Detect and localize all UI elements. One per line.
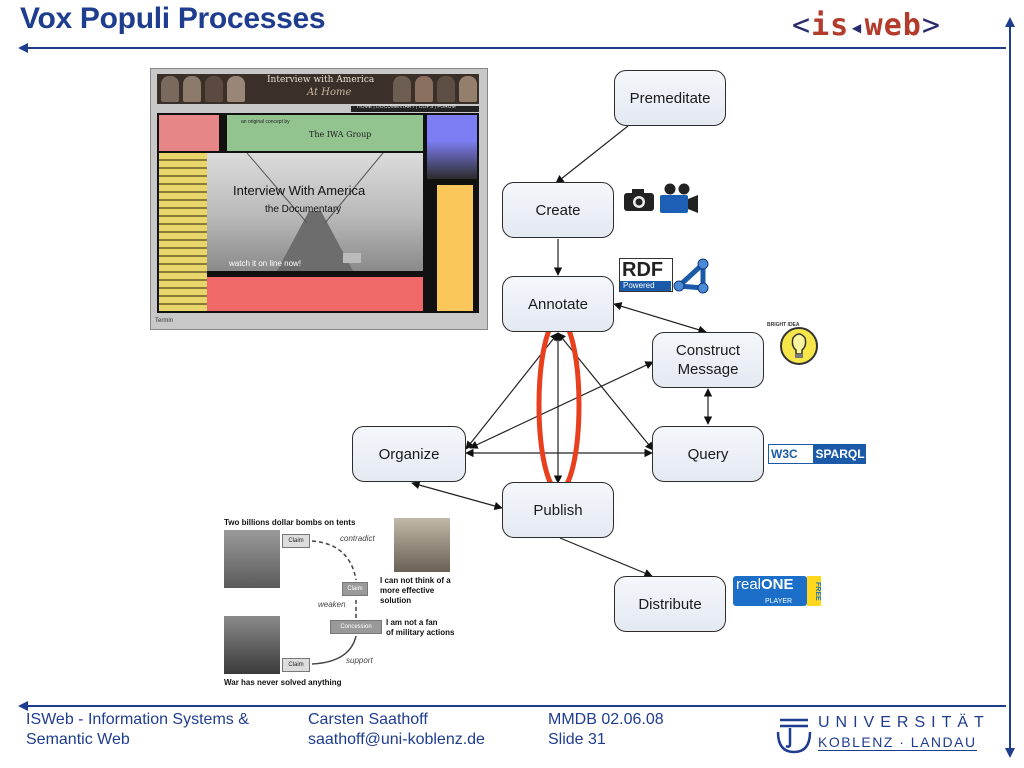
website-orange-panel — [437, 185, 473, 311]
argumentation-structure-figure: Two billions dollar bombs on tents Claim… — [220, 512, 480, 694]
camera-icon — [624, 189, 654, 211]
node-create: Create — [502, 182, 614, 238]
edge-annotate-construct — [613, 302, 707, 334]
skyline-photo — [427, 115, 477, 179]
node-query: Query — [652, 426, 764, 482]
bridge-road-graphic — [246, 153, 384, 271]
bright-idea-label: BRIGHT IDEA — [767, 322, 800, 328]
bottom-rule-arrow-left — [18, 701, 28, 711]
claim-box-1: Claim — [282, 534, 310, 548]
watch-online-link: watch it on line now! — [229, 259, 302, 268]
browser-status-text: Termin — [155, 318, 174, 324]
node-annotate: Annotate — [502, 276, 614, 332]
quote-1: I can not think of a more effective solu… — [380, 576, 451, 605]
course-date: MMDB 02.06.08 — [548, 711, 664, 728]
website-nav: HOME | DOCUMENTARY | CLIPS | FORUM — [351, 104, 479, 112]
man-photo — [224, 530, 280, 588]
argument-footer-line: War has never solved anything — [224, 678, 342, 687]
documentary-website-screenshot: Interview with America At Home HOME | DO… — [150, 68, 488, 330]
claim-box-2: Claim — [342, 582, 368, 596]
footer-course: MMDB 02.06.08 Slide 31 — [548, 710, 664, 750]
website-banner: Interview with America At Home — [157, 74, 479, 104]
woman-photo — [394, 518, 450, 572]
w3c-sparql-icon: W3C SPARQL — [768, 444, 866, 464]
website-red-panel — [207, 277, 423, 311]
author-email: saathoff@uni-koblenz.de — [308, 731, 485, 748]
website-credit-panel: an original concept by The IWA Group — [227, 115, 423, 151]
building-photo — [159, 153, 207, 311]
bright-idea-bulb-icon: BRIGHT IDEA — [767, 322, 819, 366]
relation-support: support — [346, 656, 373, 665]
street-photo — [159, 115, 219, 151]
right-rule-arrow-bottom — [1005, 748, 1015, 758]
edge-organize-construct — [469, 361, 654, 449]
edge-organize-publish — [411, 480, 503, 511]
man2-photo — [224, 616, 280, 674]
isweb-logo: <is◂web> — [792, 8, 941, 43]
right-rule — [1009, 26, 1011, 748]
top-rule-arrow-left — [18, 43, 28, 53]
right-rule-arrow-top — [1005, 17, 1015, 27]
slide-title: Vox Populi Processes — [20, 2, 326, 35]
argument-headline: Two billions dollar bombs on tents — [224, 518, 356, 527]
node-distribute: Distribute — [614, 576, 726, 632]
bottom-rule — [26, 705, 1006, 707]
edge-premeditate-create — [555, 125, 629, 184]
claim-box-3: Claim — [282, 658, 310, 672]
website-main-subtitle: the Documentary — [265, 204, 342, 215]
author-name: Carsten Saathoff — [308, 711, 428, 728]
relation-weaken: weaken — [318, 600, 346, 609]
website-banner-subtitle: At Home — [307, 87, 352, 98]
concession-box: Concession — [330, 620, 382, 634]
website-banner-title: Interview with America — [267, 75, 375, 85]
quote-2: I am not a fan of military actions — [386, 618, 455, 637]
website-body: an original concept by The IWA Group Int… — [157, 113, 479, 313]
top-rule — [26, 47, 1006, 49]
edge-publish-distribute — [559, 537, 653, 577]
website-video-still: Interview With America the Documentary w… — [207, 153, 423, 271]
node-construct-message: Construct Message — [652, 332, 764, 388]
highlight-ellipse — [536, 316, 582, 494]
footer-author: Carsten Saathoff saathoff@uni-koblenz.de — [308, 710, 485, 750]
node-premeditate: Premeditate — [614, 70, 726, 126]
slide-number: Slide 31 — [548, 731, 606, 748]
video-camera-icon — [660, 183, 698, 213]
node-organize: Organize — [352, 426, 466, 482]
website-main-title: Interview With America — [233, 183, 366, 198]
university-logo: UNIVERSITÄT KOBLENZ · LANDAU — [774, 714, 986, 754]
rdf-powered-icon: RDF Powered — [619, 258, 713, 294]
footer-organization: ISWeb - Information Systems & Semantic W… — [26, 711, 249, 748]
relation-contradict: contradict — [340, 534, 375, 543]
node-publish: Publish — [502, 482, 614, 538]
university-emblem-icon — [776, 718, 812, 754]
